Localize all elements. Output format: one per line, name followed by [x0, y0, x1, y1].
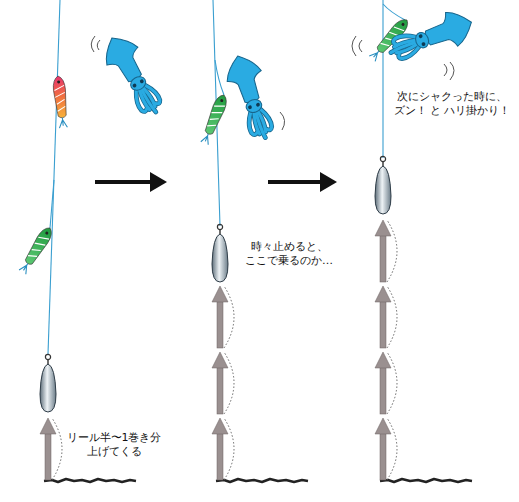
- sinker: [375, 156, 391, 214]
- fishing-line: [48, 0, 405, 354]
- step-arrow: [320, 172, 337, 192]
- lift-arrow: [375, 286, 397, 348]
- branch-line: [383, 4, 405, 20]
- step-arrow: [150, 172, 167, 192]
- motion-mark: [280, 112, 285, 130]
- squid: [384, 5, 477, 68]
- note-label: 時々止めると、 ここで乗るのか…: [242, 240, 336, 269]
- squid-jig: [17, 225, 55, 275]
- branch-line: [50, 180, 54, 228]
- lift-arrow: [40, 418, 62, 480]
- motion-mark: [444, 62, 454, 80]
- sea-bottom: [380, 479, 472, 482]
- squid-jig: [52, 75, 69, 128]
- lift-arrow: [375, 418, 397, 480]
- step-arrow: [268, 172, 337, 192]
- lift-arrow: [212, 286, 234, 348]
- lift-arrow: [375, 352, 397, 414]
- fishing-line: [48, 0, 60, 354]
- step-arrow: [268, 180, 322, 184]
- lift-arrow: [212, 418, 234, 480]
- sinker: [40, 354, 56, 412]
- lift-arrow: [375, 220, 397, 282]
- branch-line: [215, 60, 224, 95]
- motion-mark: [352, 36, 362, 56]
- squid: [221, 51, 282, 144]
- step-arrow: [95, 180, 152, 184]
- squid-jig: [199, 93, 230, 146]
- sea-bottom: [44, 479, 136, 482]
- note-label: 次にシャクった時に、 ズン！ と ハリ掛かり！: [392, 90, 512, 119]
- squid: [96, 29, 170, 121]
- note-label: リール半〜1巻き分 上げてくる: [64, 431, 164, 460]
- sinker: [212, 224, 228, 282]
- fishing-line: [382, 0, 383, 158]
- step-arrow: [95, 172, 167, 192]
- motion-mark: [91, 36, 95, 52]
- motion-mark: [97, 40, 100, 50]
- lift-arrow: [212, 352, 234, 414]
- sea-bottom: [216, 479, 308, 482]
